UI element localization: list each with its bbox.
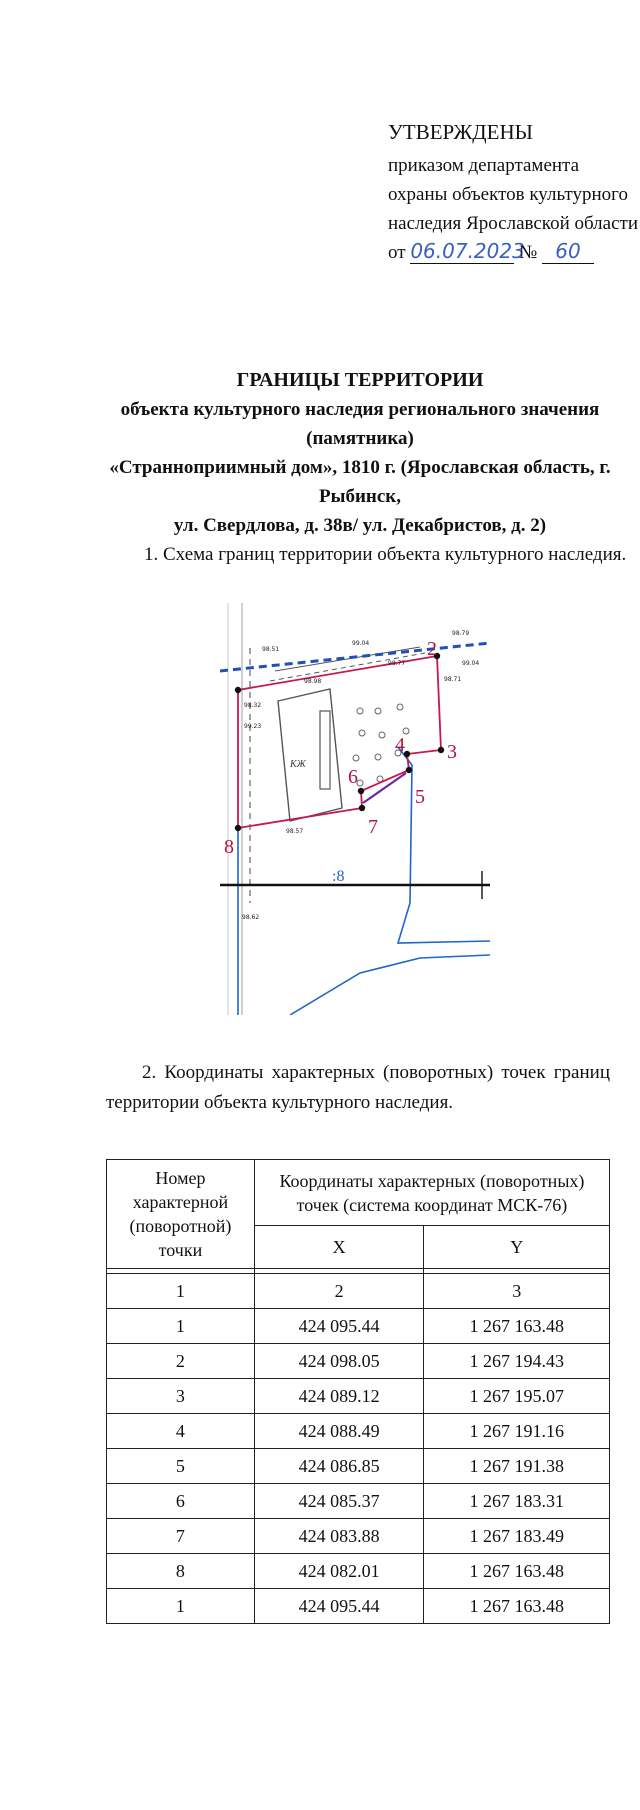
approval-line: приказом департамента: [388, 155, 580, 176]
elevation-mark: 99.23: [244, 723, 261, 730]
table-cell: 1 267 183.31: [423, 1483, 610, 1519]
number-prefix: №: [519, 242, 538, 263]
table-cell: 1: [106, 1308, 255, 1344]
table-cell: 2: [106, 1343, 255, 1379]
table-cell: 1 267 191.16: [423, 1413, 610, 1449]
point-label-5: 5: [415, 786, 425, 808]
column-header-coordinates: Координаты характерных (поворотных) точе…: [253, 1158, 611, 1227]
building-outline: [277, 688, 343, 822]
approval-date-line: от 06.07.2023 № 60: [388, 238, 638, 267]
point-label-7: 7: [368, 816, 378, 838]
curb-line: [274, 646, 421, 672]
coordinates-table: Номер характерной (поворотной) точки Коо…: [106, 1158, 611, 1624]
elevation-mark: 98.32: [244, 702, 261, 709]
boundary-segment-highlight: [362, 772, 407, 804]
cadastral-boundary: [289, 954, 490, 1015]
column-header-point-number: Номер характерной (поворотной) точки: [106, 1159, 255, 1269]
table-cell: 424 089.12: [253, 1378, 425, 1414]
column-header-x: X: [253, 1225, 425, 1269]
table-cell: 424 095.44: [253, 1308, 425, 1344]
building-annex: [319, 710, 331, 790]
elevation-mark: 98.77: [388, 660, 405, 667]
table-cell: 1 267 191.38: [423, 1448, 610, 1484]
section-1-heading: 1. Схема границ территории объекта культ…: [144, 544, 627, 565]
title-line-4: ул. Свердлова, д. 38в/ ул. Декабристов, …: [173, 515, 547, 536]
table-cell: 424 088.49: [253, 1413, 425, 1449]
table-cell: 4: [106, 1413, 255, 1449]
point-label-3: 3: [447, 741, 457, 763]
table-cell: 1: [106, 1588, 255, 1624]
title-line-3: «Странноприимный дом», 1810 г. (Ярославс…: [109, 457, 611, 507]
red-line-of-street: [220, 641, 490, 673]
point-label-2: 2: [427, 638, 437, 660]
table-cell: 424 085.37: [253, 1483, 425, 1519]
building-label: КЖ: [289, 759, 307, 770]
boundary-vertices: [234, 652, 445, 832]
order-number: 60: [541, 239, 594, 264]
approval-heading: УТВЕРЖДЕНЫ: [388, 120, 533, 144]
table-cell: 424 098.05: [253, 1343, 425, 1379]
date-prefix: от: [388, 242, 406, 263]
table-cell: 1 267 194.43: [423, 1343, 610, 1379]
table-cell: 6: [106, 1483, 255, 1519]
elevation-mark: 99.04: [462, 660, 479, 667]
point-label-4: 4: [395, 734, 405, 756]
table-cell: 1 267 163.48: [423, 1308, 610, 1344]
table-cell: 1 267 195.07: [423, 1378, 610, 1414]
elevation-mark: 98.57: [286, 828, 303, 835]
approval-line: охраны объектов культурного: [388, 184, 628, 205]
title-line-1: ГРАНИЦЫ ТЕРРИТОРИИ: [236, 369, 484, 391]
elevation-mark: 99.04: [352, 640, 369, 647]
approval-block: УТВЕРЖДЕНЫ приказом департамента охраны …: [388, 118, 638, 267]
elevation-mark: 98.62: [242, 914, 259, 921]
table-cell: 1: [106, 1273, 255, 1309]
table-cell: 424 095.44: [253, 1588, 425, 1624]
title-line-2: объекта культурного наследия регионально…: [120, 399, 600, 449]
table-cell: 5: [106, 1448, 255, 1484]
point-label-8: 8: [224, 836, 234, 858]
table-cell: 424 083.88: [253, 1518, 425, 1554]
document-title: ГРАНИЦЫ ТЕРРИТОРИИ объекта культурного н…: [100, 366, 620, 540]
table-cell: 424 086.85: [253, 1448, 425, 1484]
tree-symbols: [352, 703, 410, 787]
table-cell: 3: [423, 1273, 610, 1309]
parcel-label: :8: [332, 868, 344, 885]
order-date: 06.07.2023: [410, 239, 525, 264]
point-label-6: 6: [348, 766, 358, 788]
table-numbering-row: 1 2 3: [106, 1273, 610, 1309]
table-cell: 8: [106, 1553, 255, 1589]
elevation-mark: 98.71: [444, 676, 461, 683]
boundary-scheme-map: КЖ :8 2 3 4 5 6 7 8 98.51 99.04 98.79 98…: [220, 603, 490, 1015]
table-cell: 1 267 163.48: [423, 1588, 610, 1624]
table-cell: 1 267 183.49: [423, 1518, 610, 1554]
elevation-mark: 98.79: [452, 630, 469, 637]
table-cell: 2: [253, 1273, 425, 1309]
approval-line: наследия Ярославской области: [388, 213, 639, 234]
elevation-mark: 98.51: [262, 646, 279, 653]
elevation-mark: 98.98: [304, 678, 321, 685]
section-2-heading: 2. Координаты характерных (поворотных) т…: [106, 1062, 610, 1113]
table-cell: 1 267 163.48: [423, 1553, 610, 1589]
table-cell: 7: [106, 1518, 255, 1554]
table-cell: 3: [106, 1378, 255, 1414]
column-header-y: Y: [423, 1225, 610, 1269]
table-cell: 424 082.01: [253, 1553, 425, 1589]
